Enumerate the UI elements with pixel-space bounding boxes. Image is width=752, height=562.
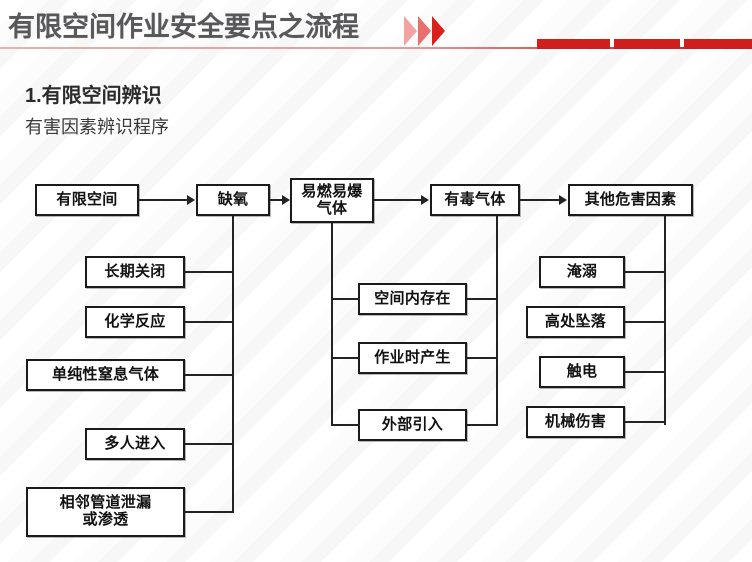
flow-node-external-introduction[interactable]: 外部引入 xyxy=(358,409,467,441)
flow-node-label: 其他危害因素 xyxy=(584,190,677,208)
connector-external-introduction-left xyxy=(331,424,360,426)
flow-node-fall-from-height[interactable]: 高处坠落 xyxy=(526,306,625,338)
spine-other-hazards xyxy=(664,216,666,425)
spine-oxygen-deficiency xyxy=(232,216,234,512)
connector-simple-asphyxiant-gas xyxy=(185,374,234,376)
flow-node-label: 触电 xyxy=(566,362,598,380)
flow-node-label: 化学反应 xyxy=(104,312,166,330)
flow-node-existing-in-space[interactable]: 空间内存在 xyxy=(358,283,467,315)
triple-chevron-right-icon xyxy=(404,16,470,46)
flow-node-chemical-reaction[interactable]: 化学反应 xyxy=(85,306,185,338)
connector-chemical-reaction xyxy=(185,321,234,323)
flow-node-label: 高处坠落 xyxy=(544,312,607,330)
flow-node-label: 有毒气体 xyxy=(444,190,506,208)
flow-node-label: 空间内存在 xyxy=(374,289,451,307)
chevron-right-icon-3 xyxy=(432,16,445,46)
chevron-right-icon-2 xyxy=(418,16,431,46)
flow-node-label: 机械伤害 xyxy=(544,412,607,430)
flow-node-label-line1: 易燃易爆 xyxy=(301,182,363,200)
connector-drowning xyxy=(625,271,666,273)
header-accent-bar-1 xyxy=(537,39,610,49)
flow-node-other-hazard-factors[interactable]: 其他危害因素 xyxy=(568,184,693,216)
flow-node-drowning[interactable]: 淹溺 xyxy=(539,256,625,288)
flow-node-label: 多人进入 xyxy=(104,434,166,452)
arrowhead-confined-to-oxygen xyxy=(187,195,195,205)
connector-fall-from-height xyxy=(625,321,666,323)
connector-flammable-to-toxic xyxy=(374,199,421,201)
flow-node-mechanical-injury[interactable]: 机械伤害 xyxy=(526,406,625,438)
flow-node-toxic-gas[interactable]: 有毒气体 xyxy=(430,184,520,216)
flow-node-label: 淹溺 xyxy=(566,262,598,280)
connector-adjacent-pipe-leak xyxy=(185,511,234,513)
arrowhead-flammable-to-toxic xyxy=(421,195,429,205)
flow-node-oxygen-deficiency[interactable]: 缺氧 xyxy=(196,184,270,216)
spine-flammable-gas xyxy=(331,223,333,426)
connector-generated-during-work-right xyxy=(467,357,498,359)
flow-node-adjacent-pipe-leak[interactable]: 相邻管道泄漏 或渗透 xyxy=(26,487,185,537)
connector-oxygen-to-flammable xyxy=(270,199,282,201)
header-divider xyxy=(0,47,752,49)
flow-node-simple-asphyxiant-gas[interactable]: 单纯性窒息气体 xyxy=(26,359,185,391)
connector-confined-to-oxygen xyxy=(139,199,187,201)
flow-node-generated-during-work[interactable]: 作业时产生 xyxy=(358,342,467,374)
flow-node-label-line2: 气体 xyxy=(316,199,348,217)
section-heading: 1.有限空间辨识 xyxy=(25,85,162,107)
spine-toxic-gas xyxy=(496,216,498,426)
chevron-right-icon-1 xyxy=(404,16,417,46)
connector-external-introduction-right xyxy=(467,424,498,426)
page-title: 有限空间作业安全要点之流程 xyxy=(8,12,359,42)
flow-node-confined-space[interactable]: 有限空间 xyxy=(35,184,139,216)
flow-node-long-term-closure[interactable]: 长期关闭 xyxy=(85,256,185,288)
connector-existing-in-space-left xyxy=(331,298,360,300)
flow-node-label: 作业时产生 xyxy=(374,348,451,366)
connector-existing-in-space-right xyxy=(467,298,498,300)
header-accent-bar-2 xyxy=(614,39,680,49)
connector-generated-during-work-left xyxy=(331,357,360,359)
flow-node-label: 外部引入 xyxy=(381,415,444,433)
flow-node-flammable-explosive-gas[interactable]: 易燃易爆 气体 xyxy=(290,178,374,223)
arrowhead-toxic-to-other xyxy=(559,195,567,205)
connector-multiple-persons-entry xyxy=(185,443,234,445)
flow-node-label: 缺氧 xyxy=(217,190,249,208)
connector-long-term-closure xyxy=(185,271,234,273)
connector-mechanical-injury xyxy=(625,421,666,423)
connector-electric-shock xyxy=(625,371,666,373)
flow-node-electric-shock[interactable]: 触电 xyxy=(539,356,625,388)
header-accent-bar-3 xyxy=(684,39,752,49)
flow-node-label: 长期关闭 xyxy=(104,262,166,280)
flow-node-label: 有限空间 xyxy=(56,190,118,208)
section-subheading: 有害因素辨识程序 xyxy=(25,117,169,137)
arrowhead-oxygen-to-flammable xyxy=(282,195,290,205)
flow-node-label-line2: 或渗透 xyxy=(82,511,129,528)
flow-node-label: 单纯性窒息气体 xyxy=(51,365,160,383)
connector-toxic-to-other xyxy=(520,199,559,201)
flow-node-label-line1: 相邻管道泄漏 xyxy=(59,494,152,512)
flow-node-multiple-persons-entry[interactable]: 多人进入 xyxy=(85,428,185,460)
